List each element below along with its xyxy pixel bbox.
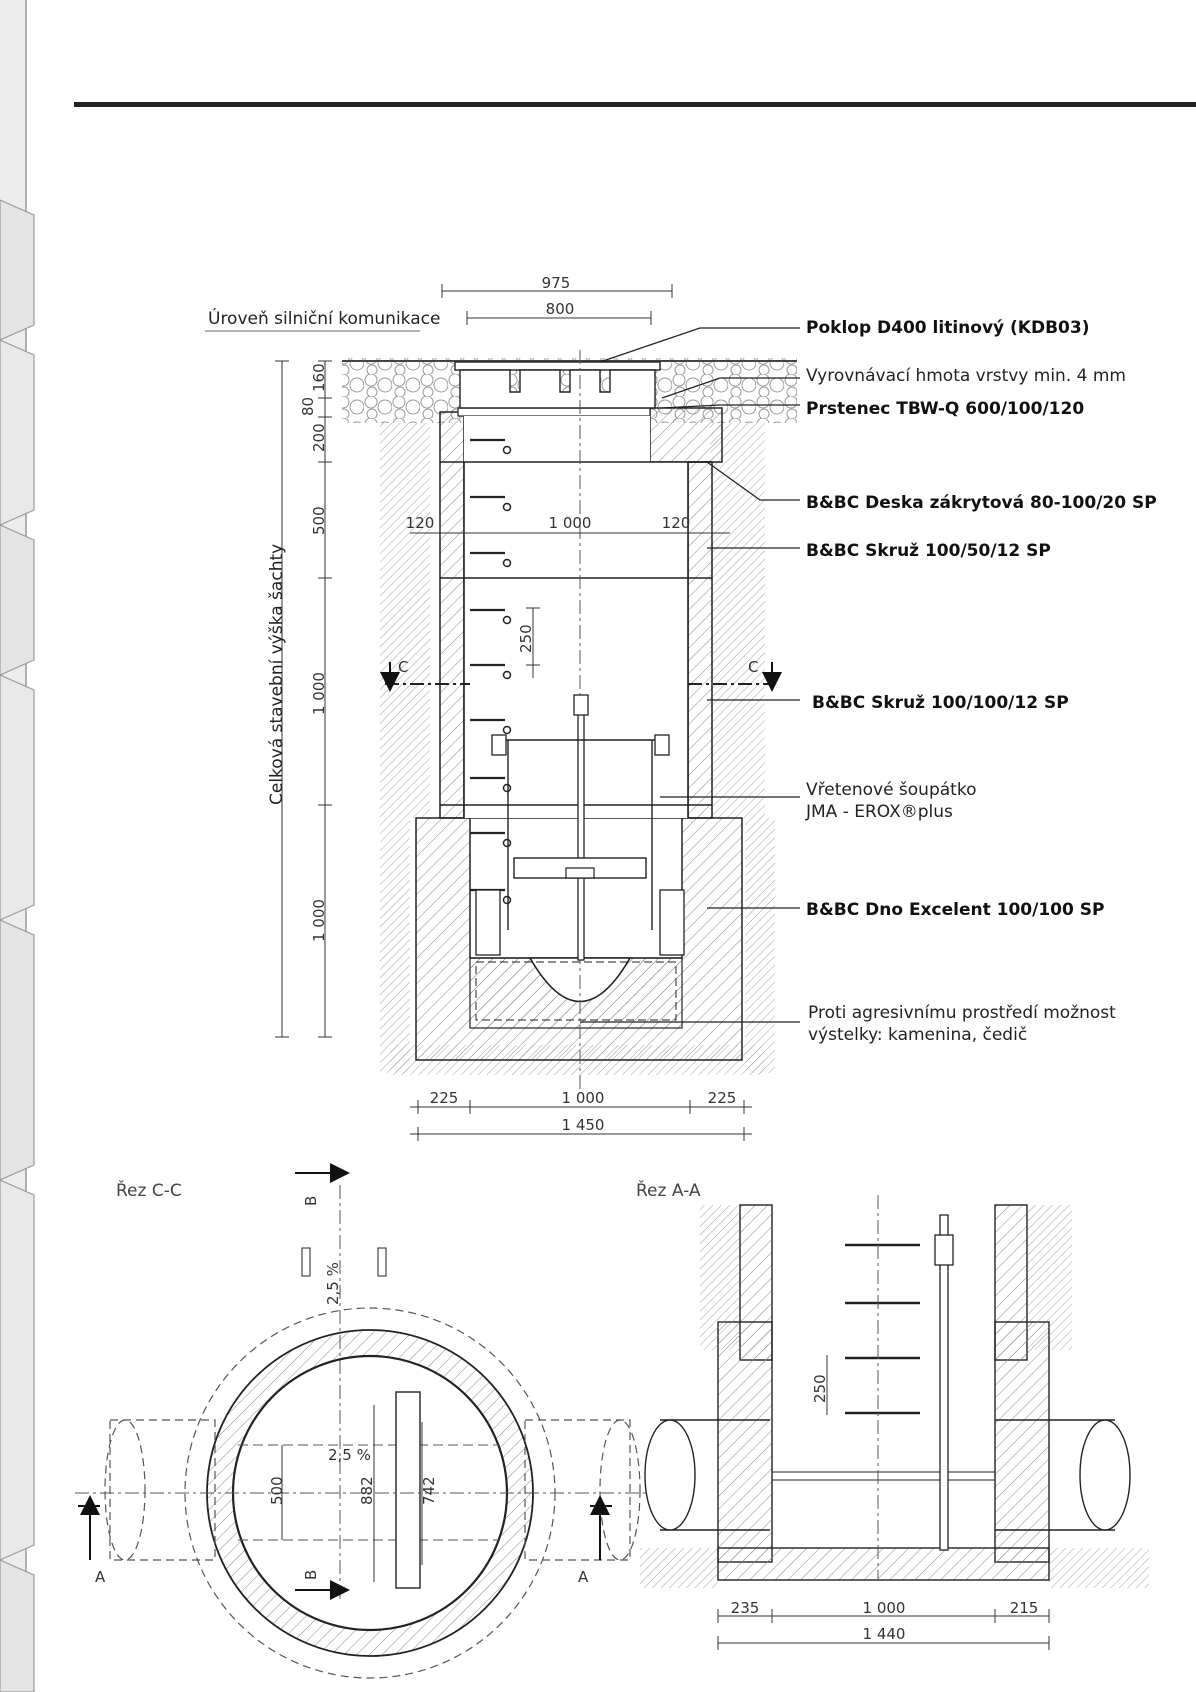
dim-250: 250	[517, 624, 535, 653]
aa-dim-235: 235	[731, 1599, 760, 1617]
label-deska: B&BC Deska zákrytová 80-100/20 SP	[806, 493, 1157, 513]
sidebar-tab-7[interactable]	[0, 1559, 35, 1692]
dim-80: 80	[299, 397, 317, 416]
label-vystelka-2: výstelky: kamenina, čedič	[808, 1025, 1027, 1045]
label-soupatko-1: Vřetenové šoupátko	[806, 780, 976, 800]
leader-lines	[580, 327, 800, 1023]
dim-975: 975	[542, 274, 571, 292]
dim-1450: 1 450	[562, 1116, 605, 1134]
labels: Úroveň silniční komunikace Celková stave…	[95, 274, 1157, 1643]
aa-dim-1440: 1 440	[863, 1625, 906, 1643]
dimension-lines-left	[275, 360, 332, 1038]
label-soupatko-2: JMA - EROX®plus	[805, 802, 953, 822]
sidebar-tab-5[interactable]	[0, 919, 35, 1181]
sidebar-tab-4[interactable]	[0, 674, 35, 921]
label-dno: B&BC Dno Excelent 100/100 SP	[806, 900, 1104, 920]
dim-120-right: 120	[662, 514, 691, 532]
dim-800: 800	[546, 300, 575, 318]
dim-200: 200	[310, 423, 328, 452]
aa-dim-215: 215	[1010, 1599, 1039, 1617]
dimension-lines-top	[410, 284, 752, 1141]
label-skruz50: B&BC Skruž 100/50/12 SP	[806, 541, 1051, 561]
cc-slope-top: 2,5 %	[324, 1262, 342, 1305]
cover-poklop	[454, 361, 661, 409]
aa-dim-1000: 1 000	[863, 1599, 906, 1617]
cc-dim-882: 882	[358, 1476, 376, 1505]
sidebar-tab-1[interactable]	[0, 199, 35, 341]
section-cc-title: Řez C-C	[116, 1179, 182, 1201]
dim-1000-base: 1 000	[562, 1089, 605, 1107]
dim-1000-upper: 1 000	[310, 672, 328, 715]
cc-dim-500: 500	[268, 1476, 286, 1505]
label-skruz100: B&BC Skruž 100/100/12 SP	[812, 693, 1069, 713]
main-elevation	[205, 284, 800, 1141]
sidebar-tabs	[0, 0, 35, 1692]
dim-225-left: 225	[430, 1089, 459, 1107]
dim-225-right: 225	[708, 1089, 737, 1107]
dim-160: 160	[310, 363, 328, 392]
total-height-label: Celková stavební výška šachty	[267, 544, 287, 805]
cc-slope-bottom: 2,5 %	[328, 1446, 371, 1464]
road-level-label: Úroveň silniční komunikace	[208, 307, 440, 329]
manhole-walls	[415, 407, 743, 1061]
marker-a-right: A	[578, 1568, 589, 1586]
dim-120-left: 120	[406, 514, 435, 532]
sidebar-tab-6[interactable]	[0, 1179, 35, 1561]
marker-b-bottom: B	[302, 1570, 320, 1580]
section-cc-plan	[75, 1163, 665, 1679]
section-c-line	[380, 662, 782, 692]
marker-b-top: B	[302, 1196, 320, 1206]
dim-1000-lower: 1 000	[310, 899, 328, 942]
cc-dim-742: 742	[420, 1476, 438, 1505]
marker-c-right: C	[748, 658, 758, 676]
sidebar-tab-2[interactable]	[0, 339, 35, 526]
label-prstenec: Prstenec TBW-Q 600/100/120	[806, 399, 1084, 419]
header-rule	[74, 102, 1196, 107]
section-aa-title: Řez A-A	[636, 1179, 701, 1201]
label-poklop: Poklop D400 litinový (KDB03)	[806, 318, 1089, 338]
section-aa	[640, 1195, 1149, 1650]
dim-500: 500	[310, 506, 328, 535]
gate-valve	[475, 694, 685, 961]
label-vyrovnavaci: Vyrovnávací hmota vrstvy min. 4 mm	[806, 366, 1126, 386]
sidebar-tab-3[interactable]	[0, 524, 35, 676]
marker-c-left: C	[398, 658, 408, 676]
dim-1000-width: 1 000	[549, 514, 592, 532]
marker-a-left: A	[95, 1568, 106, 1586]
label-vystelka-1: Proti agresivnímu prostředí možnost	[808, 1003, 1116, 1023]
aa-dim-250: 250	[811, 1374, 829, 1403]
